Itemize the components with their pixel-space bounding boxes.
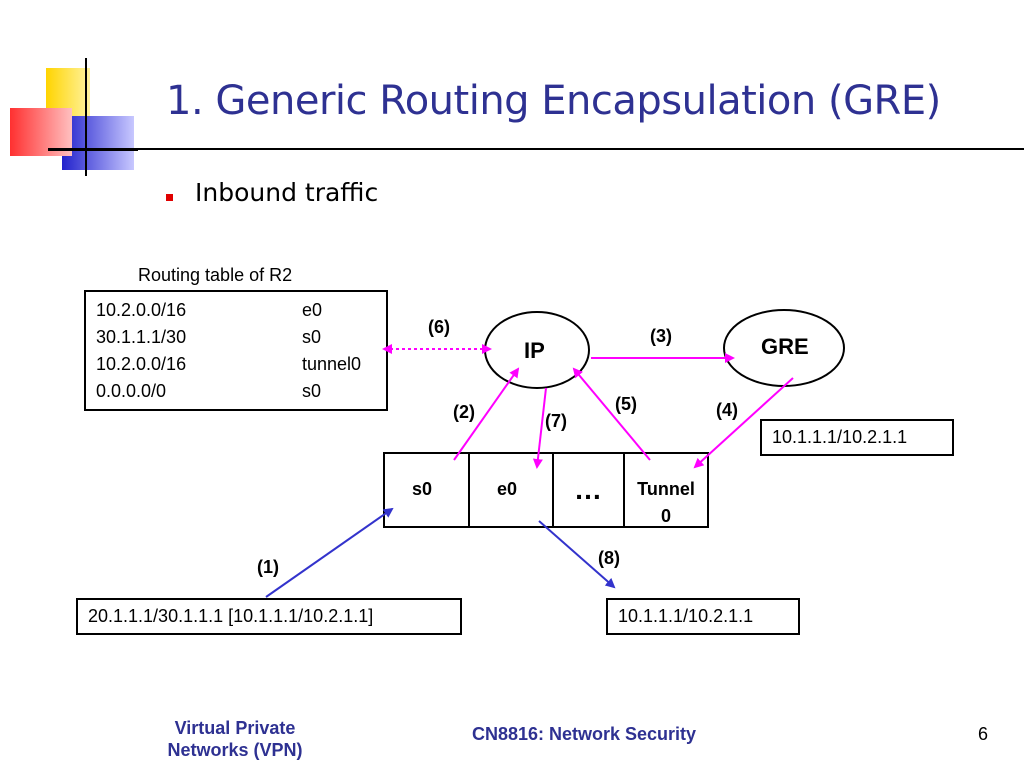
step-label-3: (3) [650, 326, 672, 346]
title-divider [48, 148, 1024, 150]
interface-e0: e0 [497, 479, 518, 499]
slide-title: 1. Generic Routing Encapsulation (GRE) [166, 78, 941, 124]
page-number: 6 [978, 724, 989, 744]
logo-decoration [10, 58, 140, 178]
arrow-step-2 [453, 367, 520, 461]
interface-tunnel-line1: Tunnel [637, 479, 695, 499]
step-label-7: (7) [545, 411, 567, 431]
footer-left-line1: Virtual Private [174, 718, 296, 738]
packet-inbound: 20.1.1.1/30.1.1.1 [10.1.1.1/10.2.1.1] [76, 598, 462, 635]
bullet-text: Inbound traffic [195, 178, 379, 207]
interface-panel [383, 452, 709, 528]
gre-node-label: GRE [761, 334, 809, 359]
route-prefix: 10.2.0.0/16 [96, 300, 187, 320]
route-prefix: 10.2.0.0/16 [96, 354, 187, 374]
footer-left: Virtual Private Networks (VPN) [130, 717, 340, 761]
step-label-4: (4) [716, 400, 738, 420]
arrow-step-8 [538, 520, 616, 589]
footer-left-line2: Networks (VPN) [167, 740, 303, 760]
routing-table-caption: Routing table of R2 [138, 265, 293, 285]
arrow-step-1 [265, 507, 394, 598]
step-label-1: (1) [257, 557, 279, 577]
arrow-step-7 [532, 387, 547, 469]
ip-node-label: IP [524, 338, 545, 363]
routing-table-row: 30.1.1.1/30 s0 [96, 327, 321, 349]
route-interface: tunnel0 [302, 354, 362, 374]
arrow-step-4 [693, 377, 794, 469]
step-label-5: (5) [615, 394, 637, 414]
routing-table: 10.2.0.0/16 e0 30.1.1.1/30 s0 10.2.0.0/1… [84, 290, 388, 411]
routing-table-row: 10.2.0.0/16 tunnel0 [96, 354, 361, 376]
logo-squares-icon [10, 58, 138, 176]
arrow-step-5 [572, 367, 651, 461]
packet-outbound: 10.1.1.1/10.2.1.1 [606, 598, 800, 635]
bullet-icon [166, 194, 173, 201]
routing-table-row: 0.0.0.0/0 s0 [96, 381, 321, 403]
footer-course: CN8816: Network Security [471, 724, 697, 744]
interface-tunnel-line2: 0 [660, 506, 671, 526]
routing-table-row: 10.2.0.0/16 e0 [96, 300, 322, 322]
route-interface: e0 [302, 300, 323, 320]
packet-decapsulated: 10.1.1.1/10.2.1.1 [760, 419, 954, 456]
step-label-6: (6) [428, 317, 450, 337]
step-label-8: (8) [598, 548, 620, 568]
route-prefix: 30.1.1.1/30 [96, 327, 187, 347]
interface-more: … [574, 474, 602, 505]
step-label-2: (2) [453, 402, 475, 422]
route-interface: s0 [302, 381, 322, 401]
route-interface: s0 [302, 327, 322, 347]
route-prefix: 0.0.0.0/0 [96, 381, 167, 401]
interface-s0: s0 [412, 479, 433, 499]
